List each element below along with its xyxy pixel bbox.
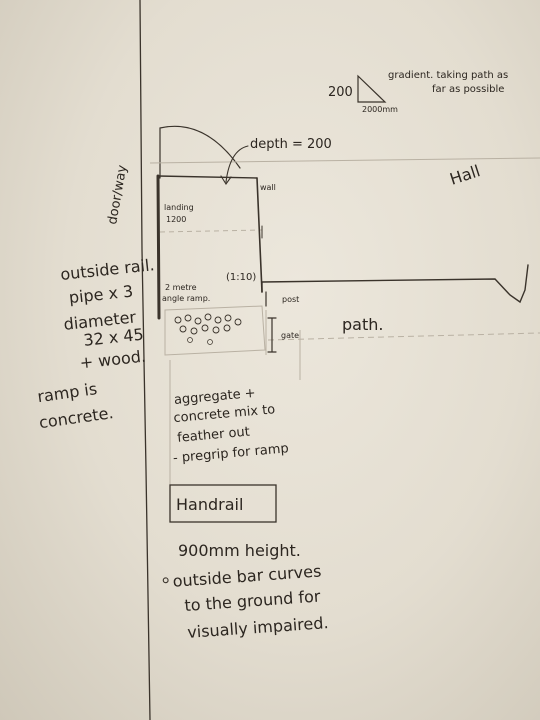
- post-label: post: [282, 295, 299, 304]
- handrail-note-line: visually impaired.: [187, 613, 329, 642]
- aggregate-note: aggregate + concrete mix to feather out …: [172, 386, 289, 466]
- handrail-height: 900mm height.: [178, 541, 301, 560]
- path-label: path.: [342, 315, 383, 334]
- aggregate-note-line: feather out: [177, 425, 251, 446]
- gradient-note-line2: far as possible: [432, 84, 504, 95]
- ramp-label-line1: 2 metre: [165, 283, 197, 292]
- wall-label: wall: [260, 183, 276, 192]
- depth-label: depth = 200: [250, 137, 332, 152]
- aggregate-note-line: - pregrip for ramp: [172, 441, 289, 466]
- ramp-label-line2: angle ramp.: [162, 294, 210, 303]
- gate-bracket: [267, 317, 277, 353]
- depth-arrow-head: [220, 175, 232, 185]
- ramp-material-line: concrete.: [38, 403, 115, 432]
- ramp-material-note: ramp is concrete.: [36, 379, 115, 432]
- hall-outline: [261, 264, 529, 304]
- gradient-rise-label: 200: [328, 85, 353, 100]
- gradient-triangle: [357, 74, 387, 103]
- handrail-note-line: outside bar curves: [172, 561, 322, 590]
- handrail-note: outside bar curves to the ground for vis…: [162, 561, 329, 642]
- handrail-note-line: to the ground for: [184, 587, 322, 615]
- guide-line-top: [149, 157, 540, 164]
- landing-label-line2: 1200: [166, 215, 186, 224]
- landing-label-line1: landing: [164, 203, 194, 212]
- outside-rail-line: pipe x 3: [68, 282, 134, 308]
- outside-rail-note: outside rail. pipe x 3 diameter 32 x 45 …: [59, 255, 155, 373]
- ramp-left-wall: [156, 174, 161, 320]
- landing-top-edge: [157, 175, 258, 179]
- ramp-right-wall: [256, 177, 263, 293]
- gradient-note-line1: gradient. taking path as: [388, 70, 508, 81]
- aggregate-note-line: aggregate +: [173, 386, 256, 408]
- margin-line: [139, 0, 151, 720]
- outside-rail-line: outside rail.: [59, 255, 155, 284]
- ramp-ratio-label: (1:10): [226, 272, 256, 283]
- handrail-title: Handrail: [176, 495, 243, 514]
- outside-rail-line: + wood.: [79, 347, 147, 373]
- handrail-title-box: [169, 484, 277, 523]
- gate-label: gate: [281, 331, 299, 340]
- bullet-icon: [162, 577, 169, 584]
- guide-line-path: [267, 332, 540, 341]
- gate-side-line: [265, 310, 301, 380]
- aggregate-pebbles: [174, 313, 242, 345]
- gradient-run-label: 2000mm: [362, 105, 398, 114]
- left-rotated-label: door/way: [105, 164, 130, 226]
- ramp-material-line: ramp is: [36, 379, 98, 406]
- door-swing-arc: [159, 125, 241, 179]
- aggregate-area-outline: [164, 305, 266, 356]
- hall-label: Hall: [447, 161, 482, 189]
- guide-line-landing: [159, 229, 263, 233]
